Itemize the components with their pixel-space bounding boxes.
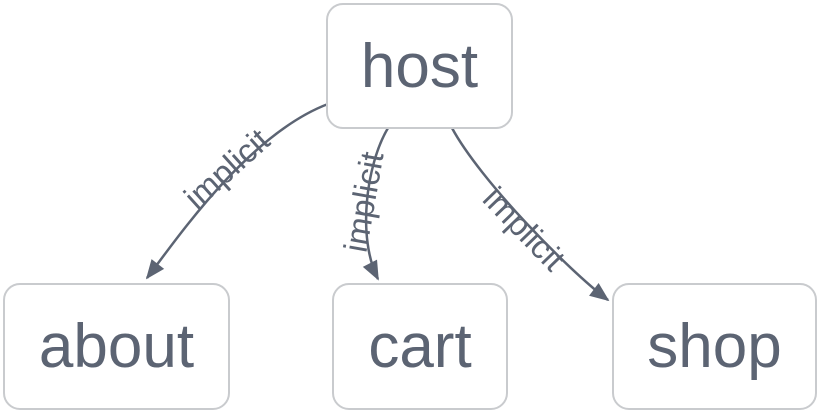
edge-label-host-cart: implicit [337, 149, 391, 255]
edge-label-host-about: implicit [177, 121, 277, 216]
node-shop-label: shop [647, 312, 781, 381]
node-about-label: about [39, 312, 194, 381]
node-host-box [326, 3, 513, 129]
edge-host-shop [450, 127, 610, 302]
node-about-box [3, 283, 230, 410]
node-shop: shop [612, 283, 817, 410]
node-host: host [326, 3, 513, 129]
node-host-label: host [361, 32, 478, 101]
node-shop-box [612, 283, 817, 410]
edge-host-about [145, 102, 329, 280]
edge-label-host-shop: implicit [476, 180, 573, 278]
node-cart-box [332, 283, 508, 410]
node-about: about [3, 283, 230, 410]
node-cart: cart [332, 283, 508, 410]
edge-host-cart [362, 127, 390, 281]
node-cart-label: cart [368, 312, 471, 381]
